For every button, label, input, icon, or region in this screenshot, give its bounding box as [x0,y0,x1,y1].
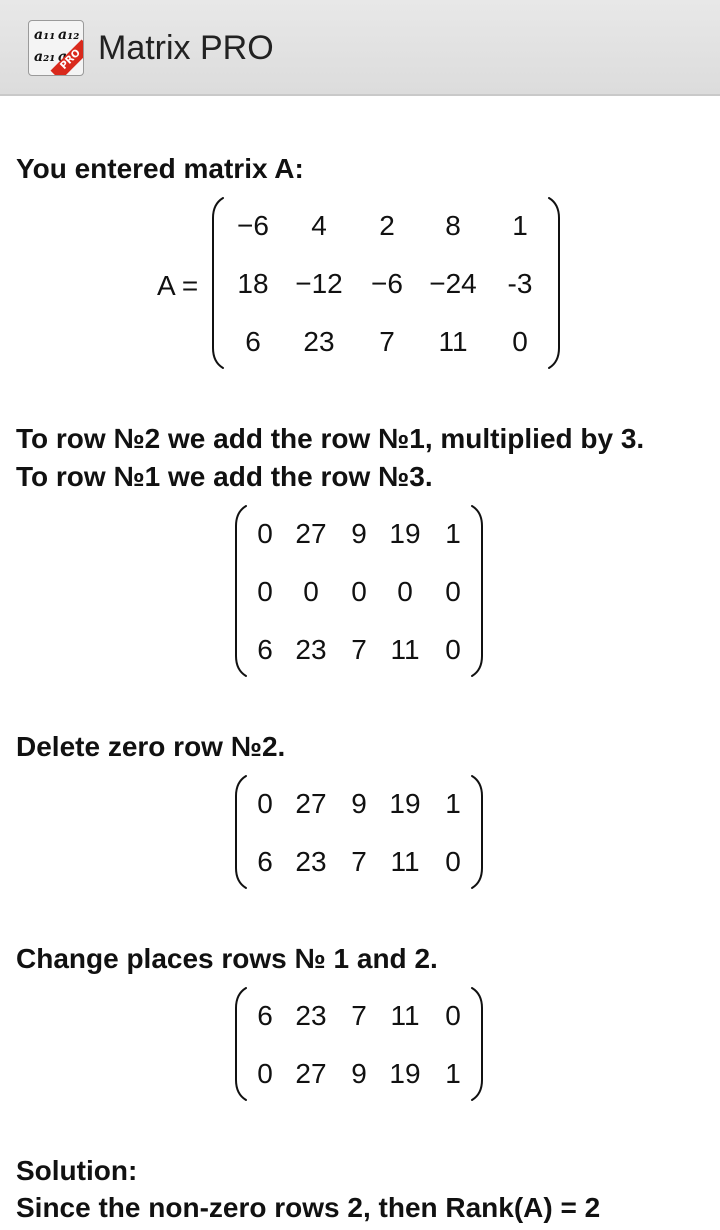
matrix-cell: 23 [295,1000,327,1031]
solution-result: Since the non-zero rows 2, then Rank(A) … [16,1192,601,1223]
icon-subscript-a11: a₁₁ [34,27,56,43]
matrix-cell: -3 [507,268,533,299]
matrix-cell: 6 [257,634,273,665]
solution-heading: Solution: [16,1155,138,1186]
matrix-cell: 7 [351,846,367,877]
left-parenthesis [235,505,247,677]
matrix-cell: 6 [245,326,261,357]
matrix-cell: 7 [379,326,395,357]
matrix-cell: −6 [371,268,403,299]
matrix-cell: −6 [237,210,269,241]
left-parenthesis [235,987,247,1101]
icon-pro-band: PRO [50,39,83,75]
matrix-cell: 1 [445,1058,461,1089]
matrix-cell: 0 [445,576,461,607]
matrix-cell: 0 [257,788,273,819]
step-3-text-line-1: Delete zero row №2. [16,731,286,762]
left-parenthesis [212,197,224,369]
matrix-cell: 0 [445,1000,461,1031]
matrix-cell: 19 [389,518,421,549]
matrix-cell: 11 [390,634,420,665]
matrix-cell: 11 [390,1000,420,1031]
matrix-cell: 0 [397,576,413,607]
matrix-cell: 6 [257,1000,273,1031]
action-bar: a₁₁ a₁₂ a₂₁ a₂₂ PRO Matrix PRO [0,0,720,96]
matrix-cell: 0 [303,576,319,607]
matrix-cell: 6 [257,846,273,877]
matrix-cell: 4 [311,210,327,241]
right-parenthesis [471,775,483,889]
step-4-text-line-1: Change places rows № 1 and 2. [16,943,438,974]
matrix-cell: 19 [389,788,421,819]
matrix-cell: 27 [295,1058,327,1089]
right-parenthesis [471,505,483,677]
matrix-cell: 9 [351,1058,367,1089]
matrix-cell: 23 [295,634,327,665]
matrix-cell: 19 [389,1058,421,1089]
matrix-pro-app-icon[interactable]: a₁₁ a₁₂ a₂₁ a₂₂ PRO [28,20,84,76]
matrix-cell: 23 [303,326,335,357]
matrix-cell: 27 [295,788,327,819]
matrix-cell: 11 [390,846,420,877]
matrix-step-3: 0 27 9 19 1 6 23 7 11 0 [233,774,485,890]
matrix-cell: 0 [351,576,367,607]
matrix-cell: 2 [379,210,395,241]
matrix-cell: 11 [438,326,468,357]
left-parenthesis [235,775,247,889]
matrix-cell: 23 [295,846,327,877]
matrix-a-label: A = [157,270,199,301]
matrix-cell: 1 [512,210,528,241]
icon-subscript-a21: a₂₁ [34,49,56,65]
matrix-cell: −24 [429,268,477,299]
matrix-cell: 9 [351,788,367,819]
step-2-text-line-2: To row №1 we add the row №3. [16,461,433,492]
matrix-cell: 18 [237,268,269,299]
matrix-cell: 0 [257,576,273,607]
matrix-cell: 0 [257,518,273,549]
matrix-a: −6 4 2 8 1 18 −12 −6 −24 -3 6 23 7 11 0 [210,196,562,370]
step-2-text-line-1: To row №2 we add the row №1, multiplied … [16,423,645,454]
matrix-cell: 7 [351,634,367,665]
app-title: Matrix PRO [98,29,274,67]
matrix-cell: −12 [295,268,343,299]
icon-subscript-a12: a₁₂ [58,27,80,43]
right-parenthesis [471,987,483,1101]
matrix-cell: 0 [445,634,461,665]
matrix-cell: 0 [445,846,461,877]
step-1-text-line-1: You entered matrix A: [16,153,304,184]
matrix-cell: 0 [512,326,528,357]
matrix-cell: 9 [351,518,367,549]
right-parenthesis [548,197,560,369]
matrix-cell: 8 [445,210,461,241]
matrix-cell: 0 [257,1058,273,1089]
matrix-cell: 1 [445,518,461,549]
matrix-cell: 1 [445,788,461,819]
matrix-cell: 7 [351,1000,367,1031]
matrix-step-4: 6 23 7 11 0 0 27 9 19 1 [233,986,485,1102]
matrix-cell: 27 [295,518,327,549]
